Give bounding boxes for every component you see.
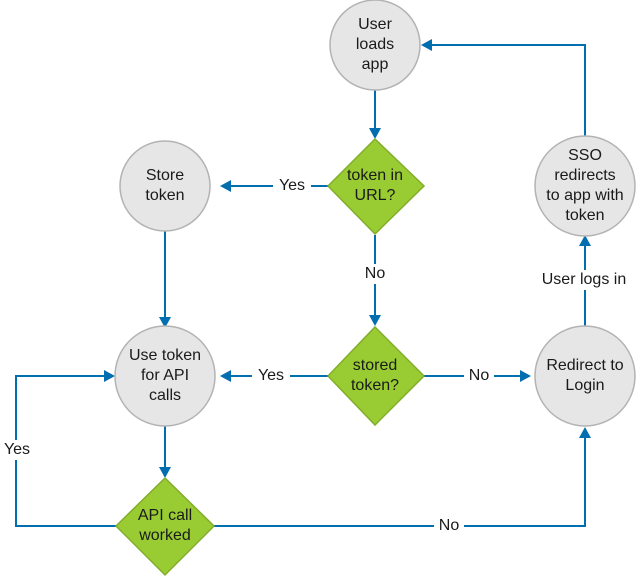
node-text-line: loads: [356, 36, 394, 53]
node-text-line: calls: [149, 387, 181, 404]
edge-app-to-url: [369, 90, 381, 139]
node-use-token: Use token for API calls: [114, 325, 216, 427]
edge-use-to-api: [159, 425, 171, 478]
edge-label-stored-no: No: [469, 367, 490, 384]
edge-sso-to-app: [421, 39, 586, 136]
node-text-line: Use token: [129, 347, 201, 364]
edge-api-yes-use: Yes: [1, 370, 117, 527]
node-text-line: redirects: [554, 167, 615, 184]
node-store-token: Store token: [119, 140, 211, 232]
edge-label-user-logs-in: User logs in: [542, 271, 626, 288]
node-user-loads-app: User loads app: [329, 0, 421, 91]
edge-label-api-no: No: [439, 517, 460, 534]
node-redirect-login: Redirect to Login: [534, 325, 636, 427]
node-text-line: to app with: [546, 187, 623, 204]
node-text-line: SSO: [568, 147, 602, 164]
edge-stored-yes-use: Yes: [220, 366, 329, 386]
node-stored-token: stored token?: [326, 325, 426, 427]
edge-label-url-yes: Yes: [279, 177, 305, 194]
edge-label-url-no: No: [365, 265, 386, 282]
node-text-line: Redirect to: [546, 357, 623, 374]
node-text-line: User: [358, 16, 392, 33]
node-text-line: token: [145, 187, 184, 204]
node-text-line: URL?: [355, 187, 396, 204]
edge-label-stored-yes: Yes: [258, 367, 284, 384]
node-text-line: app: [362, 56, 389, 73]
node-sso-redirects: SSO redirects to app with token: [534, 135, 636, 237]
node-token-in-url: token in URL?: [326, 137, 426, 236]
edge-label-api-yes: Yes: [4, 441, 30, 458]
edge-redirect-to-sso: User logs in: [532, 235, 636, 327]
edge-stored-no-redirect: No: [424, 366, 531, 386]
edge-url-no-stored: No: [360, 235, 390, 326]
node-text-line: Login: [565, 377, 604, 394]
edge-store-to-use: [159, 225, 171, 328]
node-text-line: token?: [351, 377, 399, 394]
node-text-line: token in: [347, 167, 403, 184]
edge-url-yes-store: Yes: [220, 176, 329, 196]
node-api-call-worked: API call worked: [114, 476, 216, 577]
node-text-line: API call: [138, 507, 192, 524]
node-text-line: for API: [141, 367, 189, 384]
node-text-line: Store: [146, 167, 184, 184]
node-text-line: stored: [353, 357, 397, 374]
edge-api-no-redirect: No: [213, 427, 591, 536]
node-text-line: token: [565, 207, 604, 224]
node-text-line: worked: [138, 527, 191, 544]
